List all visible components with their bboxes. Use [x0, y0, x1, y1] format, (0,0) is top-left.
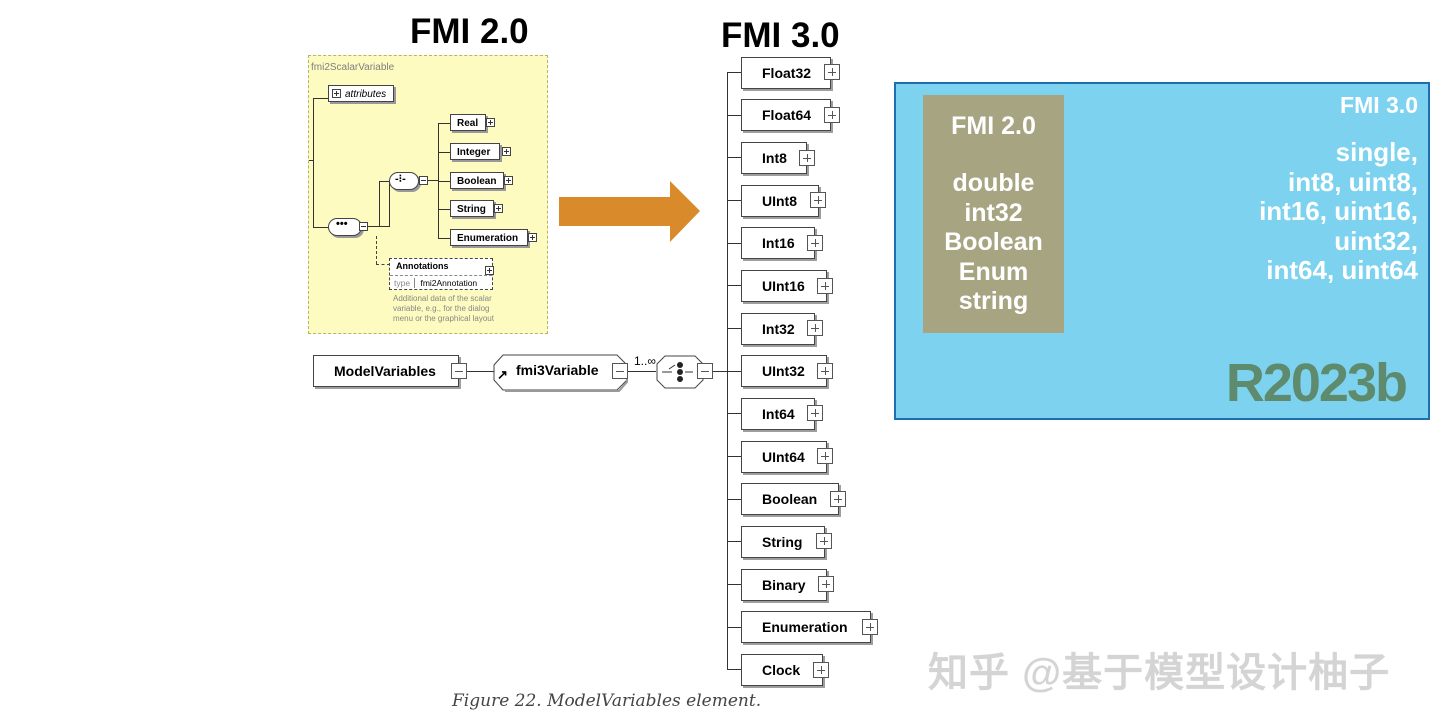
type-clock-box: Clock [741, 654, 823, 686]
fmi3-types-title: FMI 3.0 [1340, 92, 1418, 118]
expand-icon[interactable] [807, 235, 823, 251]
sequence-icon: ••• [336, 218, 348, 230]
choice-node [389, 172, 419, 190]
type-uint32-box: UInt32 [741, 355, 827, 387]
type-int32-box: Int32 [741, 313, 815, 345]
multiplicity-label: 1..∞ [634, 354, 656, 368]
fmi2-schema-diagram: fmi2ScalarVariable attributes ••• -⁝- Re… [308, 55, 548, 334]
choice-node [656, 355, 704, 389]
type-boolean-box: Boolean [741, 483, 839, 515]
type-int64-box: Int64 [741, 398, 815, 430]
attributes-box: attributes [328, 85, 394, 102]
expand-icon[interactable] [528, 233, 537, 242]
expand-icon[interactable] [816, 533, 832, 549]
expand-icon[interactable] [807, 320, 823, 336]
expand-icon[interactable] [485, 266, 494, 275]
fmi3-type-item: int16, uint16, [1259, 196, 1418, 226]
expand-icon[interactable] [830, 491, 846, 507]
model-variables-box: ModelVariables [313, 355, 459, 387]
fmi3-variable-label: fmi3Variable [516, 362, 599, 378]
fmi2-types-list: double int32 Boolean Enum string [923, 169, 1064, 317]
fmi3-types-block: FMI 3.0 single, int8, uint8, int16, uint… [1259, 92, 1418, 286]
expand-icon[interactable] [810, 192, 826, 208]
fmi2-type-item: Boolean [944, 228, 1043, 256]
annotations-type: type fmi2Annotation [390, 275, 492, 290]
fmi3-type-item: uint32, [1334, 225, 1418, 256]
arrow-icon [559, 181, 700, 242]
fmi3-type-item: int8, uint8, [1288, 166, 1418, 197]
annotations-description: Additional data of the scalar variable, … [393, 294, 494, 323]
expand-icon[interactable] [817, 363, 833, 379]
fmi2-types-title: FMI 2.0 [951, 112, 1036, 140]
expand-icon[interactable] [494, 204, 503, 213]
fmi3-title: FMI 3.0 [721, 16, 840, 55]
fmi3-variable-node [493, 354, 628, 392]
expand-icon[interactable] [862, 619, 878, 635]
fmi2-title: FMI 2.0 [410, 12, 529, 51]
type-uint64-box: UInt64 [741, 441, 827, 473]
expand-icon[interactable] [504, 176, 513, 185]
release-label: R2023b [1225, 353, 1408, 413]
expand-icon[interactable] [486, 118, 495, 127]
type-enumeration-box: Enumeration [741, 611, 871, 643]
watermark: 知乎 @基于模型设计柚子 [928, 651, 1391, 695]
type-float32-box: Float32 [741, 57, 831, 89]
collapse-icon[interactable] [451, 363, 467, 379]
expand-icon[interactable] [807, 405, 823, 421]
type-uint8-box: UInt8 [741, 185, 819, 217]
annotations-box: Annotations type fmi2Annotation [389, 258, 493, 290]
fmi3-types-list: single, int8, uint8, int16, uint16, uint… [1259, 137, 1418, 286]
fmi3-type-item: single, [1335, 137, 1418, 167]
type-integer-box: Integer [450, 143, 500, 160]
type-int16-box: Int16 [741, 227, 815, 259]
fmi2-type-item: string [958, 287, 1029, 315]
fmi2-type-item: double [952, 169, 1035, 197]
fmi2-type-item: Enum [958, 257, 1029, 286]
type-binary-box: Binary [741, 569, 827, 601]
type-string-box: String [450, 200, 494, 217]
type-float64-box: Float64 [741, 99, 831, 131]
collapse-icon[interactable] [697, 363, 713, 379]
expand-icon[interactable] [824, 107, 840, 123]
reference-arrow-icon: ↗ [497, 367, 508, 382]
type-real-box: Real [450, 114, 486, 131]
fmi3-type-item: int64, uint64 [1266, 255, 1418, 285]
expand-icon[interactable] [799, 150, 815, 166]
collapse-icon[interactable] [419, 176, 428, 185]
type-comparison-panel: FMI 2.0 double int32 Boolean Enum string… [894, 82, 1430, 420]
scalar-variable-label: fmi2ScalarVariable [311, 62, 395, 73]
expand-icon[interactable] [818, 576, 834, 592]
expand-icon[interactable] [813, 662, 829, 678]
type-string-box: String [741, 526, 825, 558]
expand-icon[interactable] [817, 278, 833, 294]
annotations-title: Annotations [396, 261, 449, 271]
choice-icon: -⁝- [395, 173, 406, 185]
expand-icon[interactable] [817, 448, 833, 464]
type-int8-box: Int8 [741, 142, 807, 174]
expand-icon[interactable] [332, 89, 341, 98]
type-enumeration-box: Enumeration [450, 229, 528, 246]
fmi2-type-item: int32 [964, 198, 1023, 227]
expand-icon[interactable] [824, 64, 840, 80]
expand-icon[interactable] [502, 147, 511, 156]
fmi2-types-box: FMI 2.0 double int32 Boolean Enum string [923, 95, 1064, 333]
type-uint16-box: UInt16 [741, 270, 827, 302]
type-boolean-box: Boolean [450, 172, 504, 189]
collapse-icon[interactable] [612, 363, 628, 379]
figure-caption: Figure 22. ModelVariables element. [452, 691, 762, 711]
